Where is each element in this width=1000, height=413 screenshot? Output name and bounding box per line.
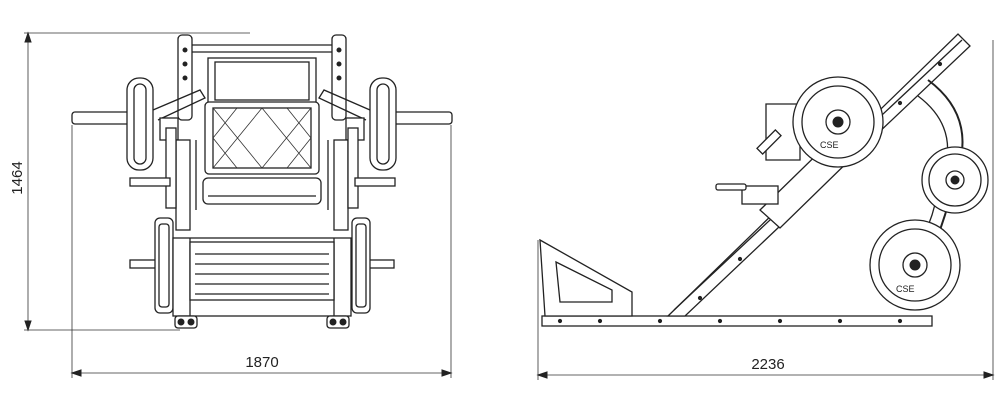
front-view (71, 34, 453, 329)
plate-lettering: CSE CSE (820, 140, 915, 294)
front-width-label: 1870 (245, 354, 278, 371)
height-label: 1464 (9, 161, 26, 194)
plate-mark-right: CSE (896, 284, 915, 294)
side-length-label: 2236 (751, 356, 784, 373)
front-width-dimension: 1870 (70, 125, 453, 378)
side-view (539, 33, 989, 327)
height-dimension: 1464 (9, 31, 250, 332)
plate-mark-left: CSE (820, 140, 839, 150)
side-length-dimension: 2236 (536, 40, 995, 380)
